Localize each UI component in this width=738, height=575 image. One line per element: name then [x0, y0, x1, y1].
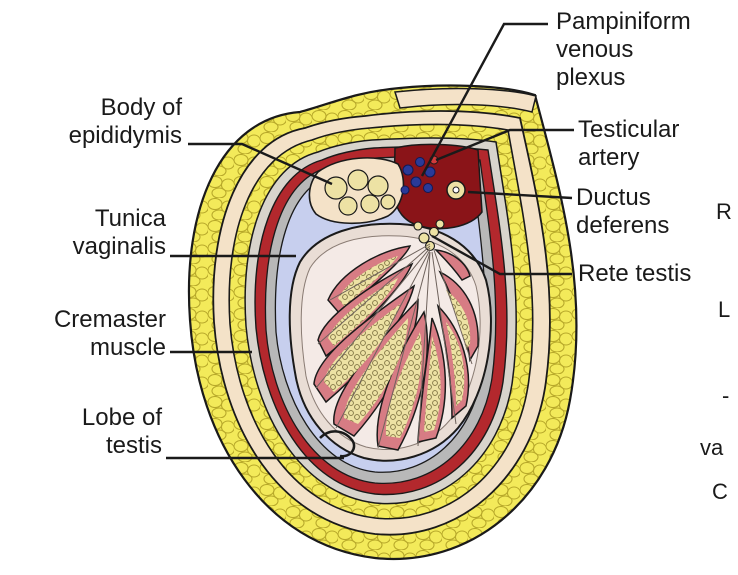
label-body-of-epididymis: Body of epididymis — [40, 94, 182, 150]
label-line: Rete testis — [578, 260, 691, 288]
label-line: plexus — [556, 64, 691, 92]
label-tunica-vaginalis: Tunica vaginalis — [30, 205, 166, 261]
label-line: Pampiniform — [556, 8, 691, 36]
label-line: venous — [556, 36, 691, 64]
label-line: Testicular — [578, 116, 679, 144]
label-lobe-of-testis: Lobe of testis — [30, 404, 162, 460]
label-line: Lobe of — [30, 404, 162, 432]
ductus-deferens-lumen — [453, 187, 459, 193]
cropped-fragment: L — [718, 296, 730, 324]
label-pampiniform-venous-plexus: Pampiniform venous plexus — [556, 8, 691, 92]
label-rete-testis: Rete testis — [578, 260, 691, 288]
epididymis-body — [309, 158, 403, 223]
cropped-fragment: R — [716, 198, 732, 226]
cropped-fragment: C — [712, 478, 728, 506]
label-testicular-artery: Testicular artery — [578, 116, 679, 172]
label-line: testis — [30, 432, 162, 460]
label-line: deferens — [576, 212, 669, 240]
label-cremaster-muscle: Cremaster muscle — [6, 306, 166, 362]
label-line: vaginalis — [30, 233, 166, 261]
cropped-fragment: va — [700, 434, 723, 462]
label-line: Ductus — [576, 184, 669, 212]
label-line: Body of — [40, 94, 182, 122]
label-line: epididymis — [40, 122, 182, 150]
label-line: muscle — [6, 334, 166, 362]
cropped-fragment: - — [722, 382, 729, 410]
label-line: Cremaster — [6, 306, 166, 334]
label-line: artery — [578, 144, 679, 172]
label-line: Tunica — [30, 205, 166, 233]
label-ductus-deferens: Ductus deferens — [576, 184, 669, 240]
